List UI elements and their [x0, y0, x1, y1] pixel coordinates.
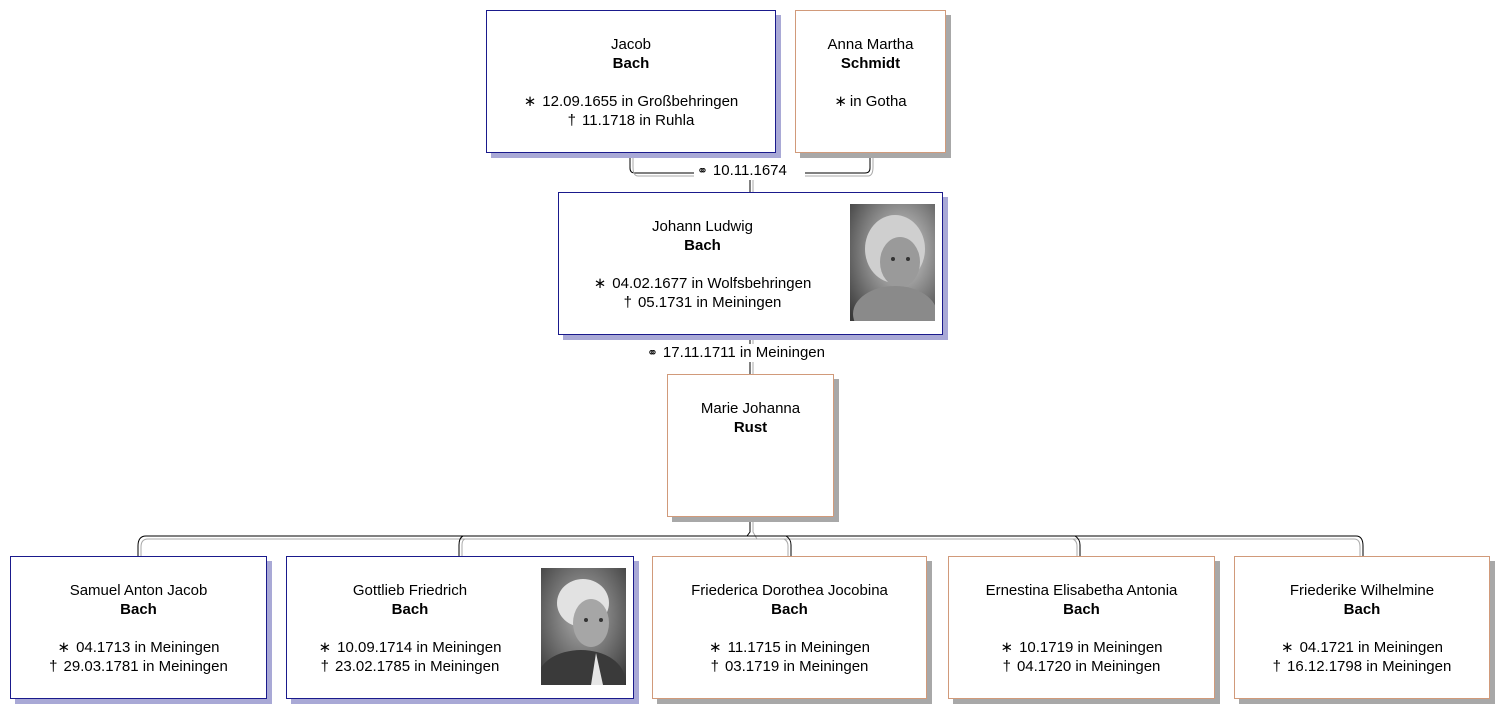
- person-box-gottlieb[interactable]: Gottlieb Friedrich Bach ∗10.09.1714 in M…: [286, 556, 634, 699]
- surname: Bach: [612, 55, 650, 72]
- birth-icon: ∗: [57, 639, 71, 656]
- death-event: †03.1719 in Meiningen: [710, 658, 869, 675]
- drop-samuel: [137, 535, 147, 556]
- death-event: †29.03.1781 in Meiningen: [49, 658, 228, 675]
- marriage-date: 10.11.1674: [712, 162, 787, 179]
- death-event: †23.02.1785 in Meiningen: [320, 658, 500, 675]
- death-cross-icon: †: [1272, 658, 1282, 675]
- person-box-ernestina[interactable]: Ernestina Elisabetha Antonia Bach ∗10.17…: [948, 556, 1215, 699]
- surname: Bach: [1343, 601, 1381, 618]
- birth-event: ∗11.1715 in Meiningen: [709, 639, 870, 656]
- given-name: Friederike Wilhelmine: [1289, 582, 1435, 599]
- given-name: Friederica Dorothea Jocobina: [691, 582, 888, 599]
- drop-gottlieb: [458, 535, 464, 556]
- surname: Bach: [1063, 601, 1100, 618]
- surname: Bach: [120, 601, 157, 618]
- given-name: Gottlieb Friedrich: [352, 582, 468, 599]
- death-event: †16.12.1798 in Meiningen: [1272, 658, 1452, 675]
- birth-icon: ∗: [834, 93, 847, 110]
- person-box-anna[interactable]: Anna Martha Schmidt ∗in Gotha: [795, 10, 946, 153]
- death-cross-icon: †: [1002, 658, 1011, 675]
- death-cross-icon: †: [710, 658, 719, 675]
- death-cross-icon: †: [49, 658, 58, 675]
- death-event: †05.1731 in Meiningen: [623, 294, 782, 311]
- surname: Bach: [771, 601, 808, 618]
- birth-event: ∗in Gotha: [834, 93, 907, 110]
- birth-event: ∗10.1719 in Meiningen: [1000, 639, 1163, 656]
- surname: Schmidt: [840, 55, 901, 72]
- birth-icon: ∗: [1000, 639, 1014, 656]
- person-box-johann-ludwig[interactable]: Johann Ludwig Bach ∗04.02.1677 in Wolfsb…: [558, 192, 943, 335]
- person-box-samuel[interactable]: Samuel Anton Jacob Bach ∗04.1713 in Mein…: [10, 556, 267, 699]
- given-name: Johann Ludwig: [652, 218, 753, 235]
- birth-event: ∗04.02.1677 in Wolfsbehringen: [593, 275, 812, 292]
- birth-icon: ∗: [593, 275, 607, 292]
- given-name: Ernestina Elisabetha Antonia: [985, 582, 1178, 599]
- birth-icon: ∗: [318, 639, 332, 656]
- marriage-label-main: ⚭ 17.11.1711 in Meiningen: [644, 344, 828, 362]
- person-box-friederike[interactable]: Friederike Wilhelmine Bach ∗04.1721 in M…: [1234, 556, 1490, 699]
- birth-event: ∗10.09.1714 in Meiningen: [318, 639, 502, 656]
- given-name: Anna Martha: [827, 36, 914, 53]
- marriage-rings-icon: ⚭: [697, 163, 708, 178]
- drop-friederica: [785, 535, 792, 556]
- given-name: Jacob: [610, 36, 652, 53]
- portrait-photo[interactable]: [541, 568, 626, 685]
- birth-event: ∗04.1713 in Meiningen: [57, 639, 220, 656]
- surname: Bach: [391, 601, 429, 618]
- birth-icon: ∗: [523, 93, 537, 110]
- connector-jacob: [629, 153, 700, 174]
- death-cross-icon: †: [567, 112, 577, 129]
- given-name: Marie Johanna: [700, 400, 801, 417]
- death-cross-icon: †: [623, 294, 632, 311]
- death-cross-icon: †: [320, 658, 330, 675]
- birth-icon: ∗: [1280, 639, 1294, 656]
- surname: Rust: [733, 419, 768, 436]
- person-box-marie-johanna[interactable]: Marie Johanna Rust: [667, 374, 834, 517]
- birth-event: ∗12.09.1655 in Großbehringen: [523, 93, 739, 110]
- birth-icon: ∗: [709, 639, 722, 656]
- person-box-friederica[interactable]: Friederica Dorothea Jocobina Bach ∗11.17…: [652, 556, 927, 699]
- drop-friederike: [1355, 535, 1364, 556]
- marriage-label-parents: ⚭ 10.11.1674: [694, 162, 790, 180]
- drop-ernestina: [1074, 535, 1081, 556]
- connector-to-children: [746, 517, 751, 537]
- marriage-date: 17.11.1711 in Meiningen: [662, 344, 825, 361]
- connector-anna: [805, 153, 871, 174]
- given-name: Samuel Anton Jacob: [69, 582, 208, 599]
- death-event: †11.1718 in Ruhla: [567, 112, 695, 129]
- portrait-photo[interactable]: [850, 204, 935, 321]
- birth-event: ∗04.1721 in Meiningen: [1280, 639, 1444, 656]
- person-box-jacob[interactable]: Jacob Bach ∗12.09.1655 in Großbehringen …: [486, 10, 776, 153]
- surname: Bach: [684, 237, 721, 254]
- death-event: †04.1720 in Meiningen: [1002, 658, 1161, 675]
- marriage-rings-icon: ⚭: [647, 345, 658, 360]
